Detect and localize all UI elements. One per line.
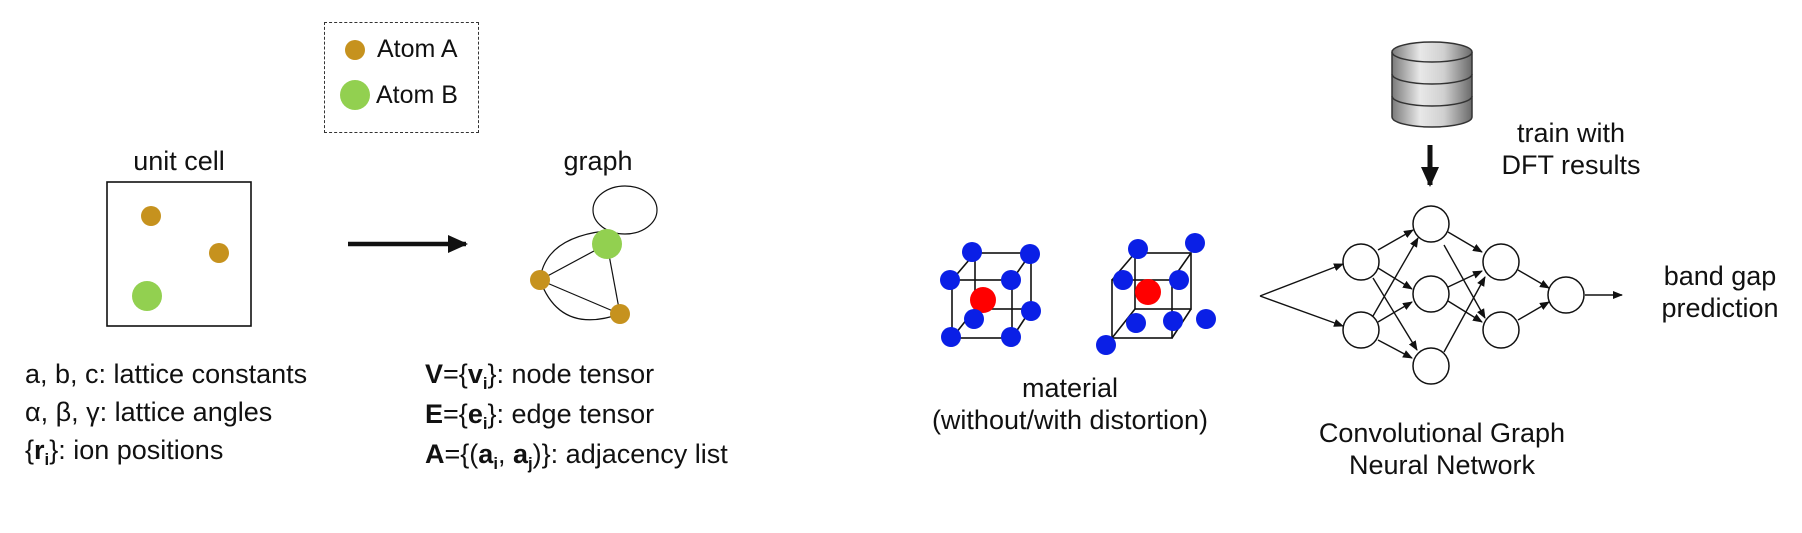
atom-b-swatch <box>340 80 370 110</box>
nn-node-l2-1 <box>1412 205 1450 243</box>
training-label: train with DFT results <box>1466 118 1676 182</box>
graph-atom-a-2 <box>610 304 630 324</box>
nn-node-l1-2 <box>1342 311 1380 349</box>
material-cube-distorted <box>1096 233 1216 355</box>
edge-curve-bottom <box>539 279 621 321</box>
atom-a-1 <box>141 206 161 226</box>
legend-item-atom-b: Atom B <box>339 80 458 110</box>
legend-item-atom-a: Atom A <box>339 35 458 64</box>
material-label: material (without/with distortion) <box>880 373 1260 437</box>
edge-a-a <box>539 279 621 315</box>
edge-tensor-text: E={ei}: edge tensor <box>425 399 655 433</box>
network-label-line2: Neural Network <box>1348 449 1536 480</box>
nn-node-l1-1 <box>1342 243 1380 281</box>
atom-a-2 <box>209 243 229 263</box>
atom-legend: Atom A Atom B <box>324 22 479 133</box>
material-label-line2: (without/with distortion) <box>931 404 1209 435</box>
lattice-constants-text: a, b, c: lattice constants <box>25 359 308 389</box>
node-tensor-text: V={vi}: node tensor <box>425 359 655 393</box>
nn-node-l4-1 <box>1547 276 1585 314</box>
nn-node-l2-3 <box>1412 347 1450 385</box>
legend-label-atom-b: Atom B <box>376 80 458 109</box>
band-gap-label-line2: prediction <box>1661 292 1779 323</box>
legend-label-atom-a: Atom A <box>377 35 458 63</box>
nn-node-l2-2 <box>1412 275 1450 313</box>
band-gap-label: band gap prediction <box>1640 261 1800 325</box>
atom-b-1 <box>132 281 162 311</box>
band-gap-label-line1: band gap <box>1663 261 1777 291</box>
graph-title: graph <box>563 146 633 176</box>
atom-a-swatch <box>345 39 365 60</box>
training-label-line2: DFT results <box>1501 149 1641 180</box>
adjacency-list-text: A={(ai, aj)}: adjacency list <box>425 439 728 473</box>
graph-atom-b <box>592 229 622 259</box>
network-label: Convolutional Graph Neural Network <box>1272 418 1612 482</box>
training-label-line1: train with <box>1516 118 1626 148</box>
network-nodes <box>1342 205 1585 385</box>
unit-cell-title: unit cell <box>133 146 225 176</box>
graph-atom-a-1 <box>530 270 550 290</box>
nn-node-l3-2 <box>1482 311 1520 349</box>
lattice-angles-text: α, β, γ: lattice angles <box>25 397 273 427</box>
ion-positions-text: {ri}: ion positions <box>25 435 224 469</box>
network-label-line1: Convolutional Graph <box>1318 418 1566 448</box>
nn-node-l3-1 <box>1482 243 1520 281</box>
self-loop-edge <box>592 185 658 235</box>
database-icon <box>1391 41 1473 128</box>
unit-cell-box <box>106 181 252 327</box>
crystal-graph <box>539 185 658 321</box>
network-edges <box>1259 229 1623 359</box>
material-cube-undistorted <box>940 242 1041 347</box>
material-label-line1: material <box>1021 373 1119 403</box>
